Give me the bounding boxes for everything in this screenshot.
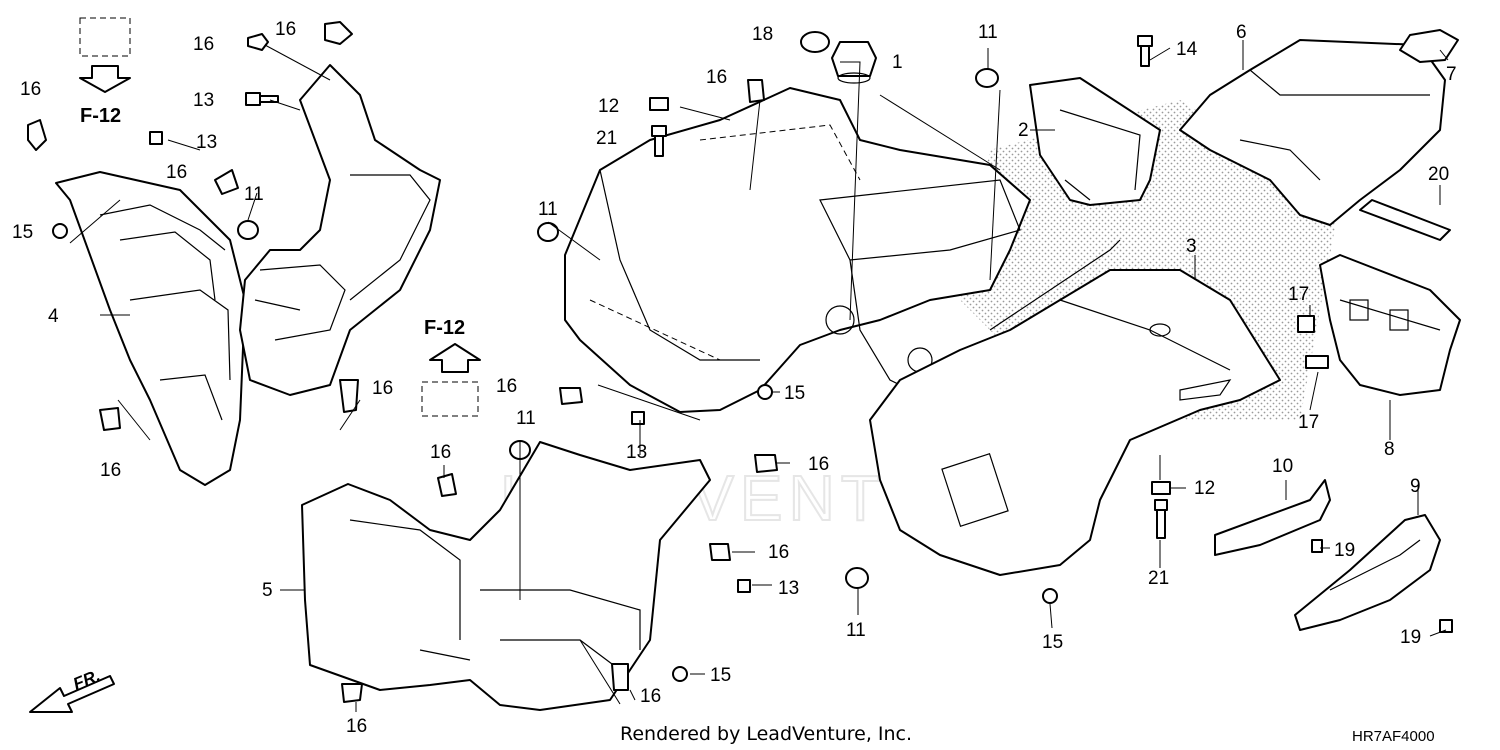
footer-credit: Rendered by LeadVenture, Inc.	[620, 723, 912, 745]
callout-10: 10	[1272, 456, 1293, 477]
section-ref-label-lower: F-12	[424, 317, 465, 339]
part-10-bracket	[1214, 479, 1331, 556]
callout-17b: 17	[1298, 412, 1319, 433]
callout-19a: 19	[1334, 540, 1355, 561]
diagram-code: HR7AF4000	[1352, 728, 1435, 745]
callout-20: 20	[1428, 164, 1449, 185]
callout-13d: 13	[778, 578, 799, 599]
callout-16e: 16	[706, 67, 727, 88]
part-4-left-front-panel	[55, 171, 246, 486]
part-6-rear-cover	[1179, 39, 1446, 226]
callout-16g: 16	[100, 460, 121, 481]
callout-13c: 13	[626, 442, 647, 463]
callout-8: 8	[1384, 439, 1395, 460]
callout-5: 5	[262, 580, 273, 601]
callout-1: 1	[892, 52, 903, 73]
callout-11b: 11	[244, 184, 264, 205]
part-8-tail-housing	[1319, 254, 1461, 396]
leader-lines	[69, 40, 1449, 712]
part-9-lower-guard	[1294, 514, 1441, 631]
callout-15d: 15	[710, 665, 731, 686]
callout-15c: 15	[1042, 632, 1063, 653]
callout-16k: 16	[768, 542, 789, 563]
callout-16l: 16	[346, 716, 367, 737]
callout-2: 2	[1018, 120, 1029, 141]
section-ref-upper	[79, 17, 131, 93]
callout-4: 4	[48, 306, 59, 327]
callout-14: 14	[1176, 39, 1198, 60]
callout-15b: 15	[784, 383, 805, 404]
callout-21a: 21	[596, 128, 617, 149]
section-ref-label-upper: F-12	[80, 105, 121, 127]
callout-3: 3	[1186, 236, 1197, 257]
front-direction-arrow	[29, 675, 115, 713]
part-18-clamp	[800, 31, 830, 53]
callout-16f: 16	[372, 378, 393, 399]
section-ref-lower	[421, 343, 481, 417]
callout-9: 9	[1410, 476, 1421, 497]
callout-12a: 12	[598, 96, 619, 117]
callout-11c: 11	[538, 199, 558, 220]
callout-12b: 12	[1194, 478, 1215, 499]
callout-7: 7	[1446, 64, 1457, 85]
part-2-bracket	[1029, 77, 1161, 206]
callouts: 1 2 3 4 5 6 7 8 9 10 11 11 11 11 11 12 1…	[12, 19, 1457, 737]
callout-11a: 11	[978, 22, 998, 43]
callout-15a: 15	[12, 222, 33, 243]
part-front-center-panel	[239, 64, 441, 396]
part-20-strap	[1359, 199, 1451, 241]
callout-21b: 21	[1148, 568, 1169, 589]
callout-16d: 16	[166, 162, 187, 183]
callout-13a: 13	[193, 90, 214, 111]
part-5-left-floor-panel	[301, 441, 711, 711]
part-3-rear-fender	[869, 239, 1281, 576]
callout-17a: 17	[1288, 284, 1309, 305]
callout-19b: 19	[1400, 627, 1421, 648]
callout-13b: 13	[196, 132, 217, 153]
callout-16b: 16	[275, 19, 296, 40]
fasteners	[27, 21, 1453, 703]
callout-18: 18	[752, 24, 773, 45]
callout-11e: 11	[846, 620, 866, 641]
callout-16j: 16	[808, 454, 829, 475]
callout-16i: 16	[430, 442, 451, 463]
callout-11d: 11	[516, 408, 536, 429]
callout-16c: 16	[20, 79, 41, 100]
callout-16h: 16	[496, 376, 517, 397]
callout-16a: 16	[193, 34, 214, 55]
callout-16m: 16	[640, 686, 661, 707]
part-main-body-fender	[564, 87, 1031, 413]
callout-6: 6	[1236, 22, 1247, 43]
part-1-cap	[831, 41, 877, 84]
